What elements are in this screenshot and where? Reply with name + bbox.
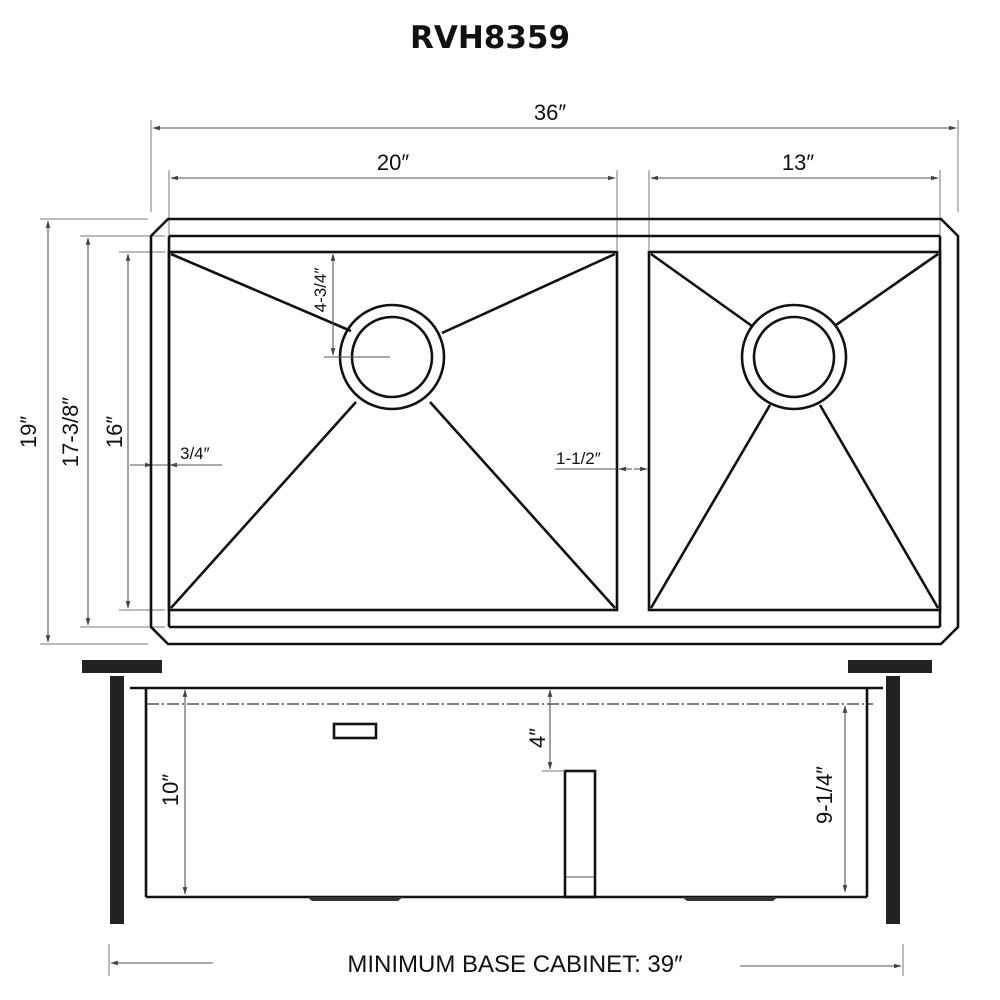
rim-width-dimension: 3/4″ — [130, 444, 222, 468]
left-bowl — [167, 250, 619, 612]
bowl-depth-label: 16″ — [102, 416, 127, 448]
left-bowl-width-dimension: 20″ — [168, 150, 618, 250]
right-bowl-width-dimension: 13″ — [648, 150, 941, 250]
minimum-cabinet-dimension: MINIMUM BASE CABINET: 39″ — [108, 944, 904, 978]
countertop-right — [848, 660, 932, 924]
drain-offset-dimension: 4-3/4″ — [311, 253, 390, 358]
right-bowl-width-label: 13″ — [782, 150, 814, 175]
overall-depth-label: 19″ — [16, 416, 41, 448]
right-bowl-height-label: 9-1/4″ — [812, 766, 837, 824]
sink-top-view — [149, 217, 960, 646]
divider-wall — [563, 769, 597, 899]
overflow-slot — [332, 722, 378, 740]
right-drain-icon — [740, 303, 848, 411]
inner-depth-label: 17-3/8″ — [58, 397, 83, 467]
left-bowl-height-label: 10″ — [158, 774, 183, 806]
right-bowl — [647, 250, 942, 612]
divider-width-dimension: 1-1/2″ — [555, 449, 648, 472]
left-bowl-width-label: 20″ — [377, 150, 409, 175]
left-drain-bottom — [307, 897, 403, 901]
sink-side-view — [130, 686, 883, 901]
bowl-depth-dimension: 16″ — [102, 251, 165, 611]
overall-width-label: 36″ — [534, 100, 566, 125]
model-title: RVH8359 — [410, 20, 570, 56]
right-bowl-height-dimension: 9-1/4″ — [812, 705, 848, 893]
right-drain-bottom — [682, 897, 778, 901]
divider-width-label: 1-1/2″ — [556, 449, 601, 468]
drain-offset-label: 4-3/4″ — [311, 268, 330, 313]
divider-drop-dimension: 4″ — [525, 689, 565, 772]
overall-depth-dimension: 19″ — [16, 218, 148, 645]
divider-drop-label: 4″ — [525, 728, 550, 748]
overall-width-dimension: 36″ — [150, 100, 959, 212]
countertop-left — [82, 660, 162, 924]
rim-width-label: 3/4″ — [180, 444, 210, 463]
left-bowl-height-dimension: 10″ — [158, 689, 188, 895]
minimum-cabinet-label: MINIMUM BASE CABINET: 39″ — [347, 951, 683, 978]
